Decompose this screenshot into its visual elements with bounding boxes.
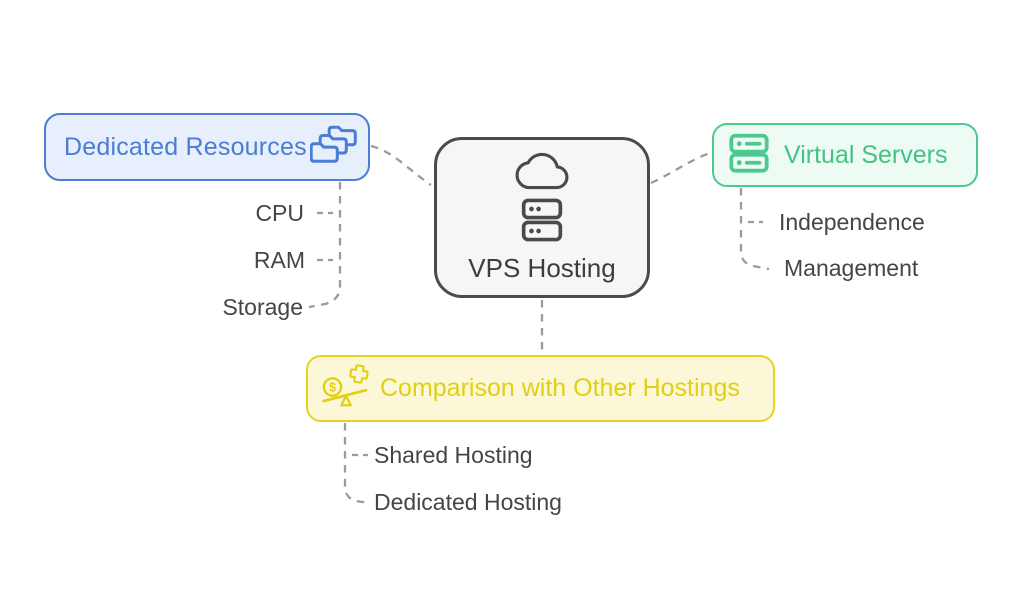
spine-virtual-children	[739, 188, 770, 271]
server-icon	[728, 132, 770, 179]
node-dedicated-resources[interactable]: Dedicated Resources	[44, 113, 370, 181]
child-shared-hosting[interactable]: Shared Hosting	[374, 442, 533, 468]
child-ram[interactable]: RAM	[253, 247, 305, 273]
edge-dedicated-to-center	[370, 144, 432, 186]
server-stack-icon	[517, 198, 567, 247]
node-virtual-servers[interactable]: Virtual Servers	[712, 123, 978, 187]
spine-dedicated-children	[308, 182, 342, 309]
edge-center-to-virtual	[650, 151, 711, 185]
node-vps-hosting[interactable]: VPS Hosting	[434, 137, 650, 298]
child-management[interactable]: Management	[784, 255, 919, 281]
node-dedicated-resources-label: Dedicated Resources	[64, 132, 307, 161]
svg-text:$: $	[329, 380, 336, 394]
scale-coin-plus-icon: $	[320, 363, 370, 414]
spine-comparison-children	[343, 423, 370, 505]
cloud-icon	[515, 151, 569, 196]
node-vps-hosting-label: VPS Hosting	[468, 253, 616, 283]
child-cpu[interactable]: CPU	[255, 200, 304, 226]
node-comparison[interactable]: $ Comparison with Other Hostings	[306, 355, 775, 422]
child-storage[interactable]: Storage	[222, 294, 303, 320]
child-dedicated-hosting[interactable]: Dedicated Hosting	[374, 489, 562, 515]
folders-icon	[309, 124, 358, 171]
child-independence[interactable]: Independence	[779, 209, 925, 235]
node-virtual-servers-label: Virtual Servers	[784, 140, 948, 169]
node-comparison-label: Comparison with Other Hostings	[380, 374, 740, 402]
